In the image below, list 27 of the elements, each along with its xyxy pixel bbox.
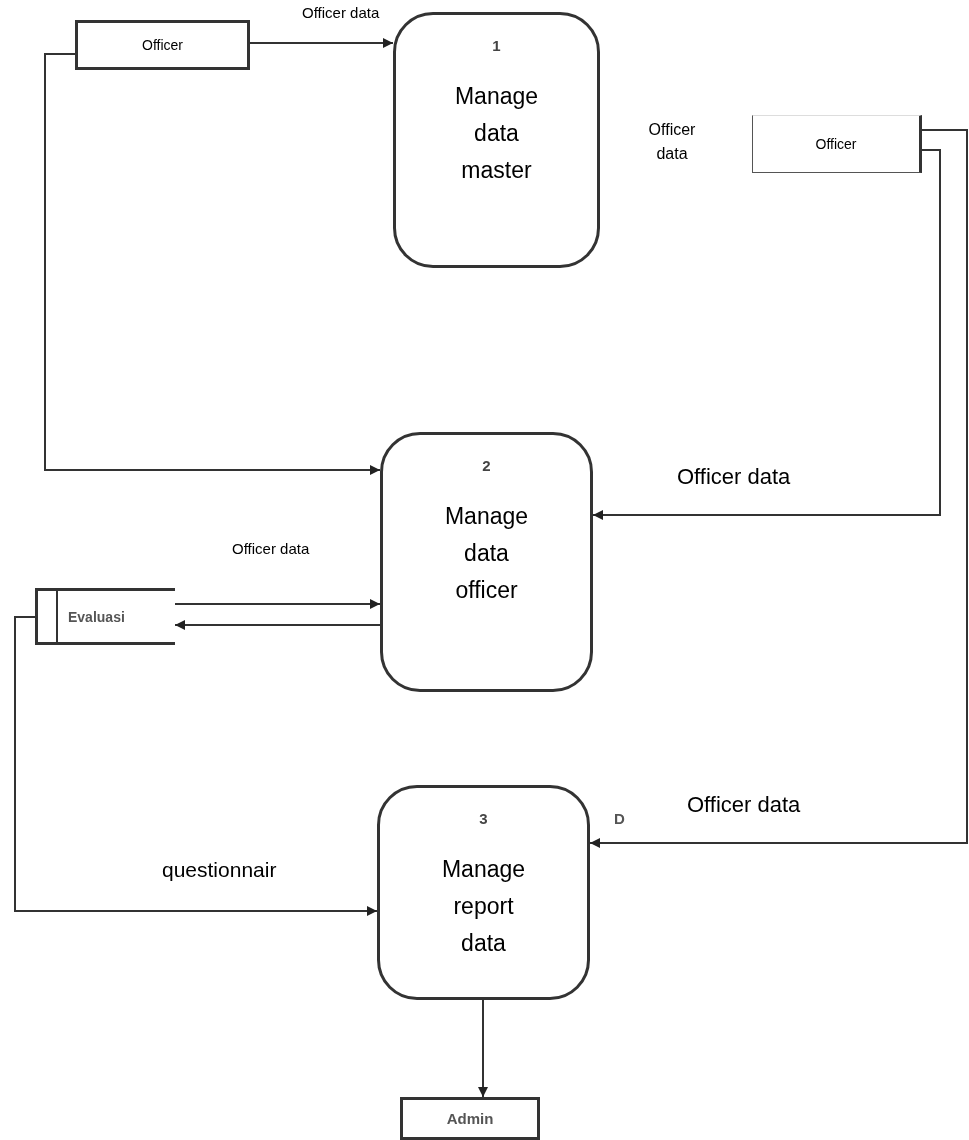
arrow bbox=[174, 620, 381, 630]
arrow bbox=[478, 999, 488, 1098]
data-store-box bbox=[35, 588, 175, 645]
process-box bbox=[377, 785, 590, 1000]
arrow bbox=[249, 38, 394, 48]
entity-label: Evaluasi bbox=[68, 608, 125, 625]
process-box bbox=[393, 12, 600, 268]
process-number: 2 bbox=[482, 457, 491, 474]
process-number: 1 bbox=[492, 37, 501, 54]
process-label: Manage data officer bbox=[443, 502, 530, 605]
edge-label: Officer data bbox=[230, 540, 312, 557]
arrow bbox=[14, 616, 378, 916]
external-entity-box bbox=[75, 20, 250, 70]
arrow bbox=[44, 53, 381, 475]
external-entity-box bbox=[400, 1097, 540, 1140]
arrow bbox=[174, 599, 381, 609]
process-label: Manage report data bbox=[440, 855, 527, 958]
process-number: 3 bbox=[479, 810, 488, 827]
edge-label: Officer data bbox=[300, 4, 382, 21]
entity-label: Admin bbox=[446, 1110, 494, 1127]
data-store-box bbox=[752, 115, 922, 173]
process-box bbox=[380, 432, 593, 692]
process-label: Manage data master bbox=[453, 82, 540, 185]
entity-label: Officer bbox=[815, 136, 857, 152]
entity-label: Officer bbox=[142, 37, 183, 53]
arrow bbox=[589, 129, 968, 848]
arrow bbox=[592, 149, 941, 520]
